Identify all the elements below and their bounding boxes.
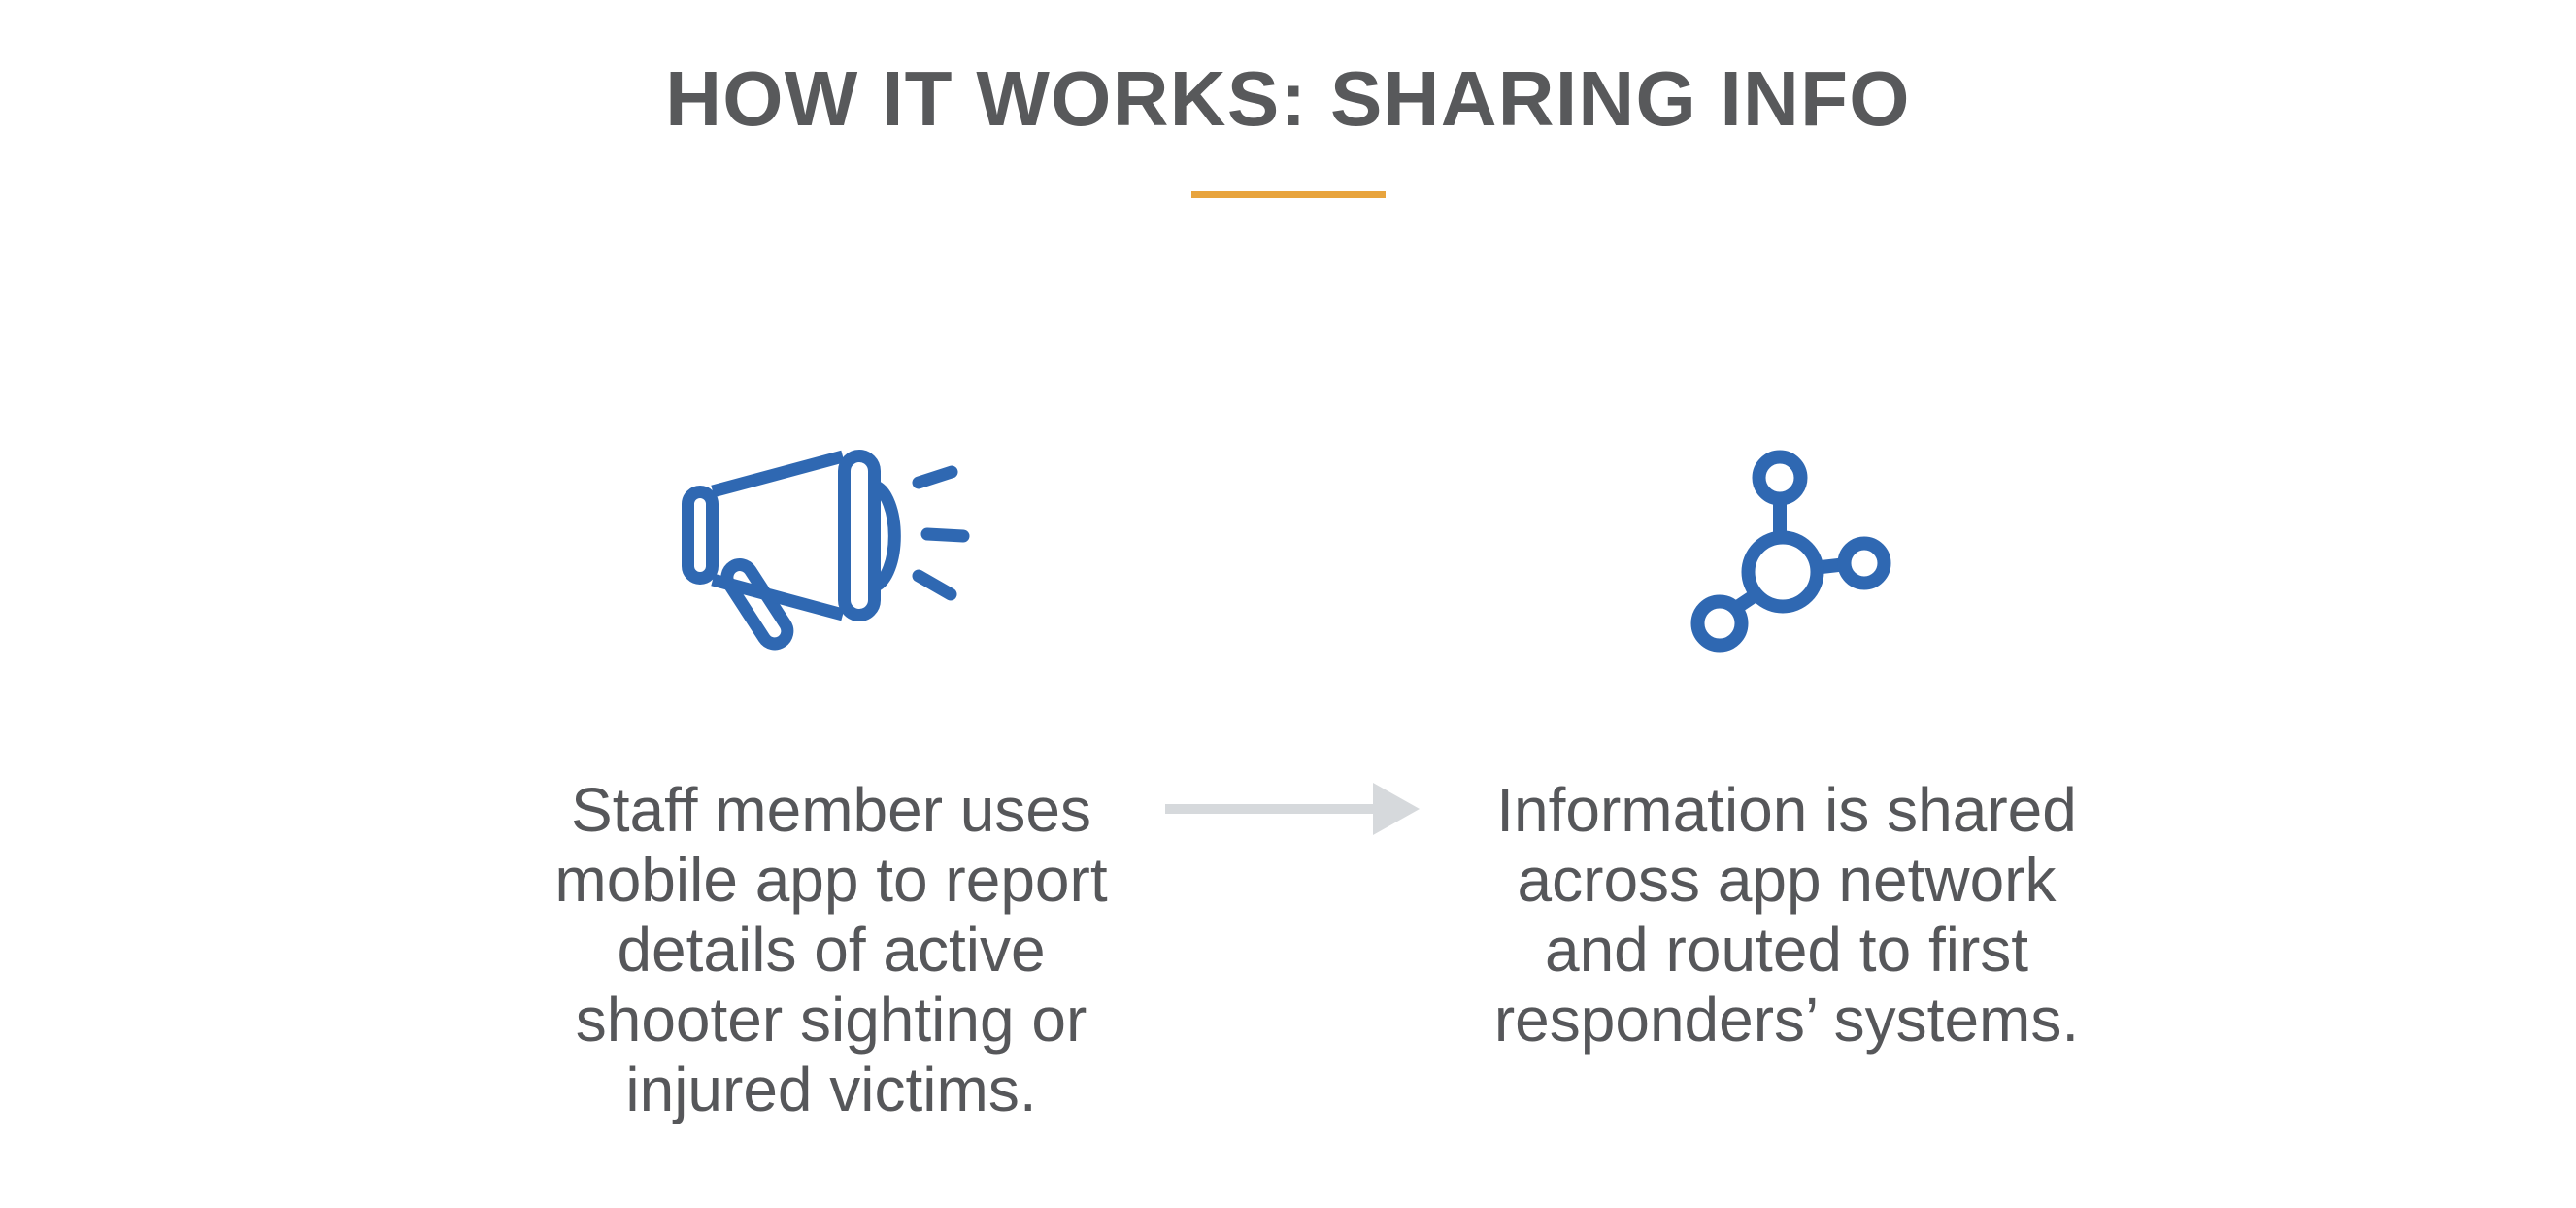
network-node-right [1837, 536, 1891, 590]
title-accent-divider [1191, 191, 1386, 198]
network-node-bottom-left [1690, 594, 1749, 653]
step-report-caption: Staff member uses mobile app to report d… [554, 775, 1108, 1124]
arrow-right-icon [1165, 783, 1420, 835]
network-share-icon [1690, 450, 1891, 653]
megaphone-icon [682, 450, 970, 651]
network-node-top [1752, 450, 1808, 506]
page-title: HOW IT WORKS: SHARING INFO [665, 55, 1911, 142]
network-node-center [1741, 530, 1824, 614]
step-share-caption: Information is shared across app network… [1493, 775, 2080, 1055]
megaphone-sound-rays [912, 465, 970, 601]
